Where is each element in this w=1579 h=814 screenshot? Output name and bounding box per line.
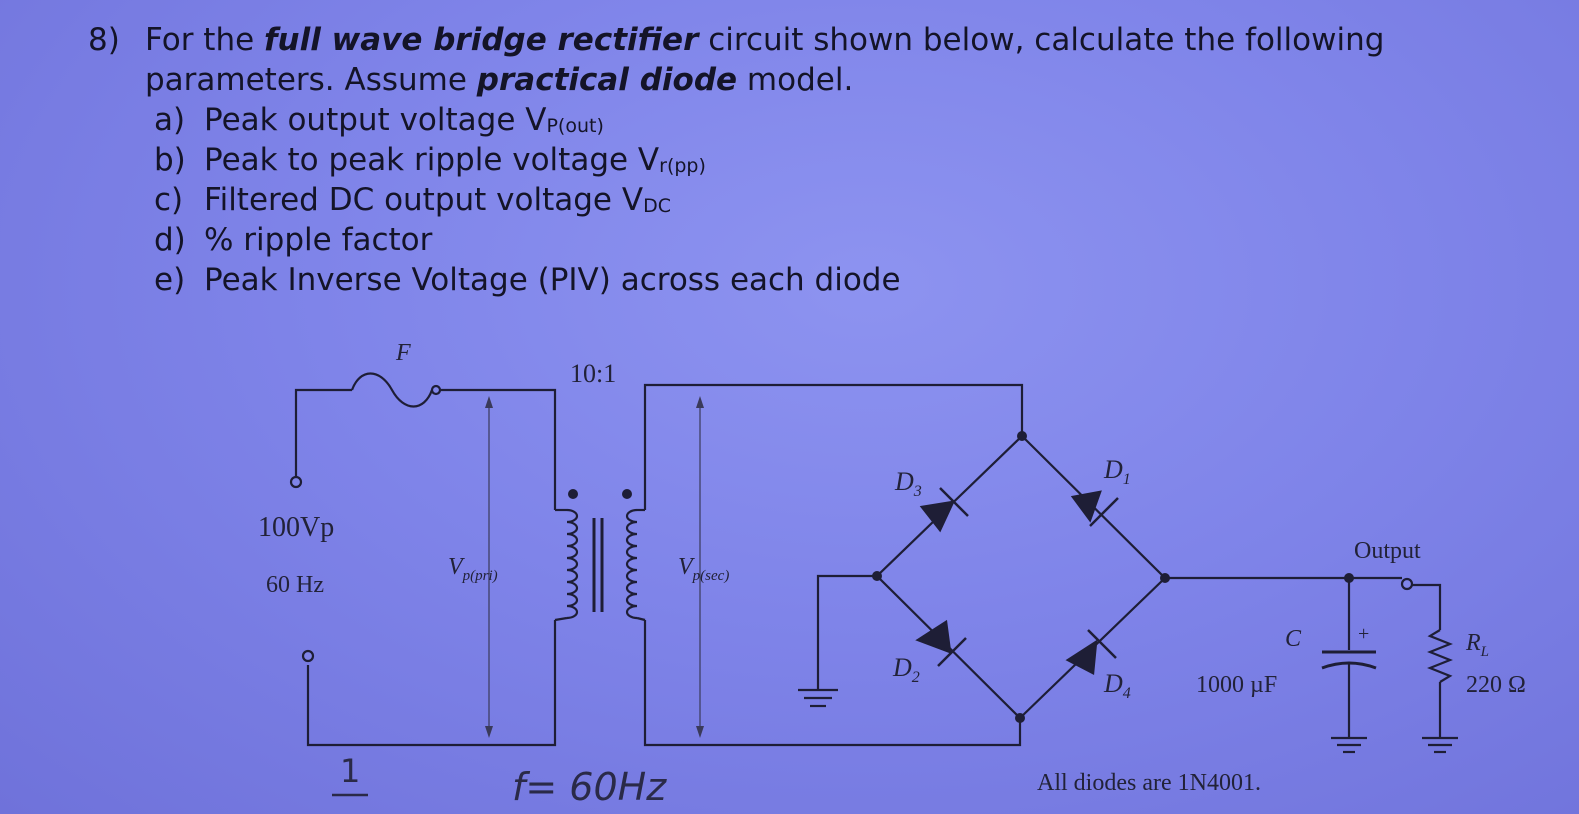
d3-label: D3 bbox=[894, 467, 922, 500]
d2-label: D2 bbox=[892, 653, 920, 686]
wire-primary-top-left bbox=[294, 388, 352, 478]
diode-d2-icon bbox=[915, 619, 952, 654]
wire-secondary-top bbox=[643, 383, 1024, 510]
source-voltage: 100Vp bbox=[258, 512, 334, 543]
vpri-label: Vp(pri) bbox=[448, 554, 498, 584]
wire-primary-top bbox=[440, 388, 557, 510]
d4-label: D4 bbox=[1103, 669, 1131, 702]
fuse-label: F bbox=[395, 340, 411, 366]
output-label: Output bbox=[1354, 538, 1421, 564]
diode-d3-icon bbox=[919, 500, 956, 533]
cap-plus: + bbox=[1358, 623, 1369, 645]
question-number: 8) bbox=[88, 22, 120, 58]
wire-rl-top bbox=[1412, 583, 1442, 630]
question-items: a)Peak output voltage VP(out) b)Peak to … bbox=[154, 100, 1558, 300]
resistor-icon bbox=[1427, 629, 1453, 683]
item-a: a)Peak output voltage VP(out) bbox=[154, 102, 604, 138]
wire-secondary-bottom bbox=[643, 620, 1022, 747]
item-d: d)% ripple factor bbox=[154, 222, 433, 258]
rl-value: 220 Ω bbox=[1466, 672, 1526, 698]
cap-plate-bottom bbox=[1321, 661, 1377, 670]
diode-d1-icon bbox=[1070, 490, 1102, 523]
wire-primary-bottom bbox=[306, 620, 557, 747]
item-c: c)Filtered DC output voltage VDC bbox=[154, 182, 671, 218]
bold-full-wave: full wave bridge rectifier bbox=[264, 22, 699, 58]
item-e: e)Peak Inverse Voltage (PIV) across each… bbox=[154, 262, 901, 298]
fuse-icon bbox=[350, 372, 434, 408]
secondary-coil-icon bbox=[625, 508, 638, 620]
vsec-label: Vp(sec) bbox=[678, 554, 729, 584]
ratio-label: 10:1 bbox=[570, 359, 616, 388]
output-terminal bbox=[1400, 577, 1414, 591]
rl-label: RL bbox=[1465, 630, 1489, 660]
diode-d4-icon bbox=[1065, 639, 1098, 675]
primary-coil-icon bbox=[566, 508, 579, 620]
source-terminal-top bbox=[289, 475, 303, 489]
handwritten-note-left: 1 bbox=[340, 752, 360, 790]
dot-primary bbox=[568, 489, 578, 499]
footnote: All diodes are 1N4001. bbox=[1037, 770, 1261, 796]
cap-label: C bbox=[1285, 626, 1302, 652]
cap-value: 1000 µF bbox=[1196, 672, 1277, 698]
question-stem: For the full wave bridge rectifier circu… bbox=[145, 22, 1385, 98]
question-block: 8) For the full wave bridge rectifier ci… bbox=[88, 20, 1558, 300]
item-b: b)Peak to peak ripple voltage Vr(pp) bbox=[154, 142, 706, 178]
source-terminal-bottom bbox=[301, 649, 315, 663]
wire-ground-left bbox=[816, 574, 877, 690]
source-freq: 60 Hz bbox=[266, 572, 324, 598]
handwritten-frequency: f= 60Hz bbox=[512, 765, 667, 809]
bold-practical-diode: practical diode bbox=[476, 62, 738, 98]
d1-label: D1 bbox=[1103, 455, 1131, 488]
dot-secondary bbox=[622, 489, 632, 499]
